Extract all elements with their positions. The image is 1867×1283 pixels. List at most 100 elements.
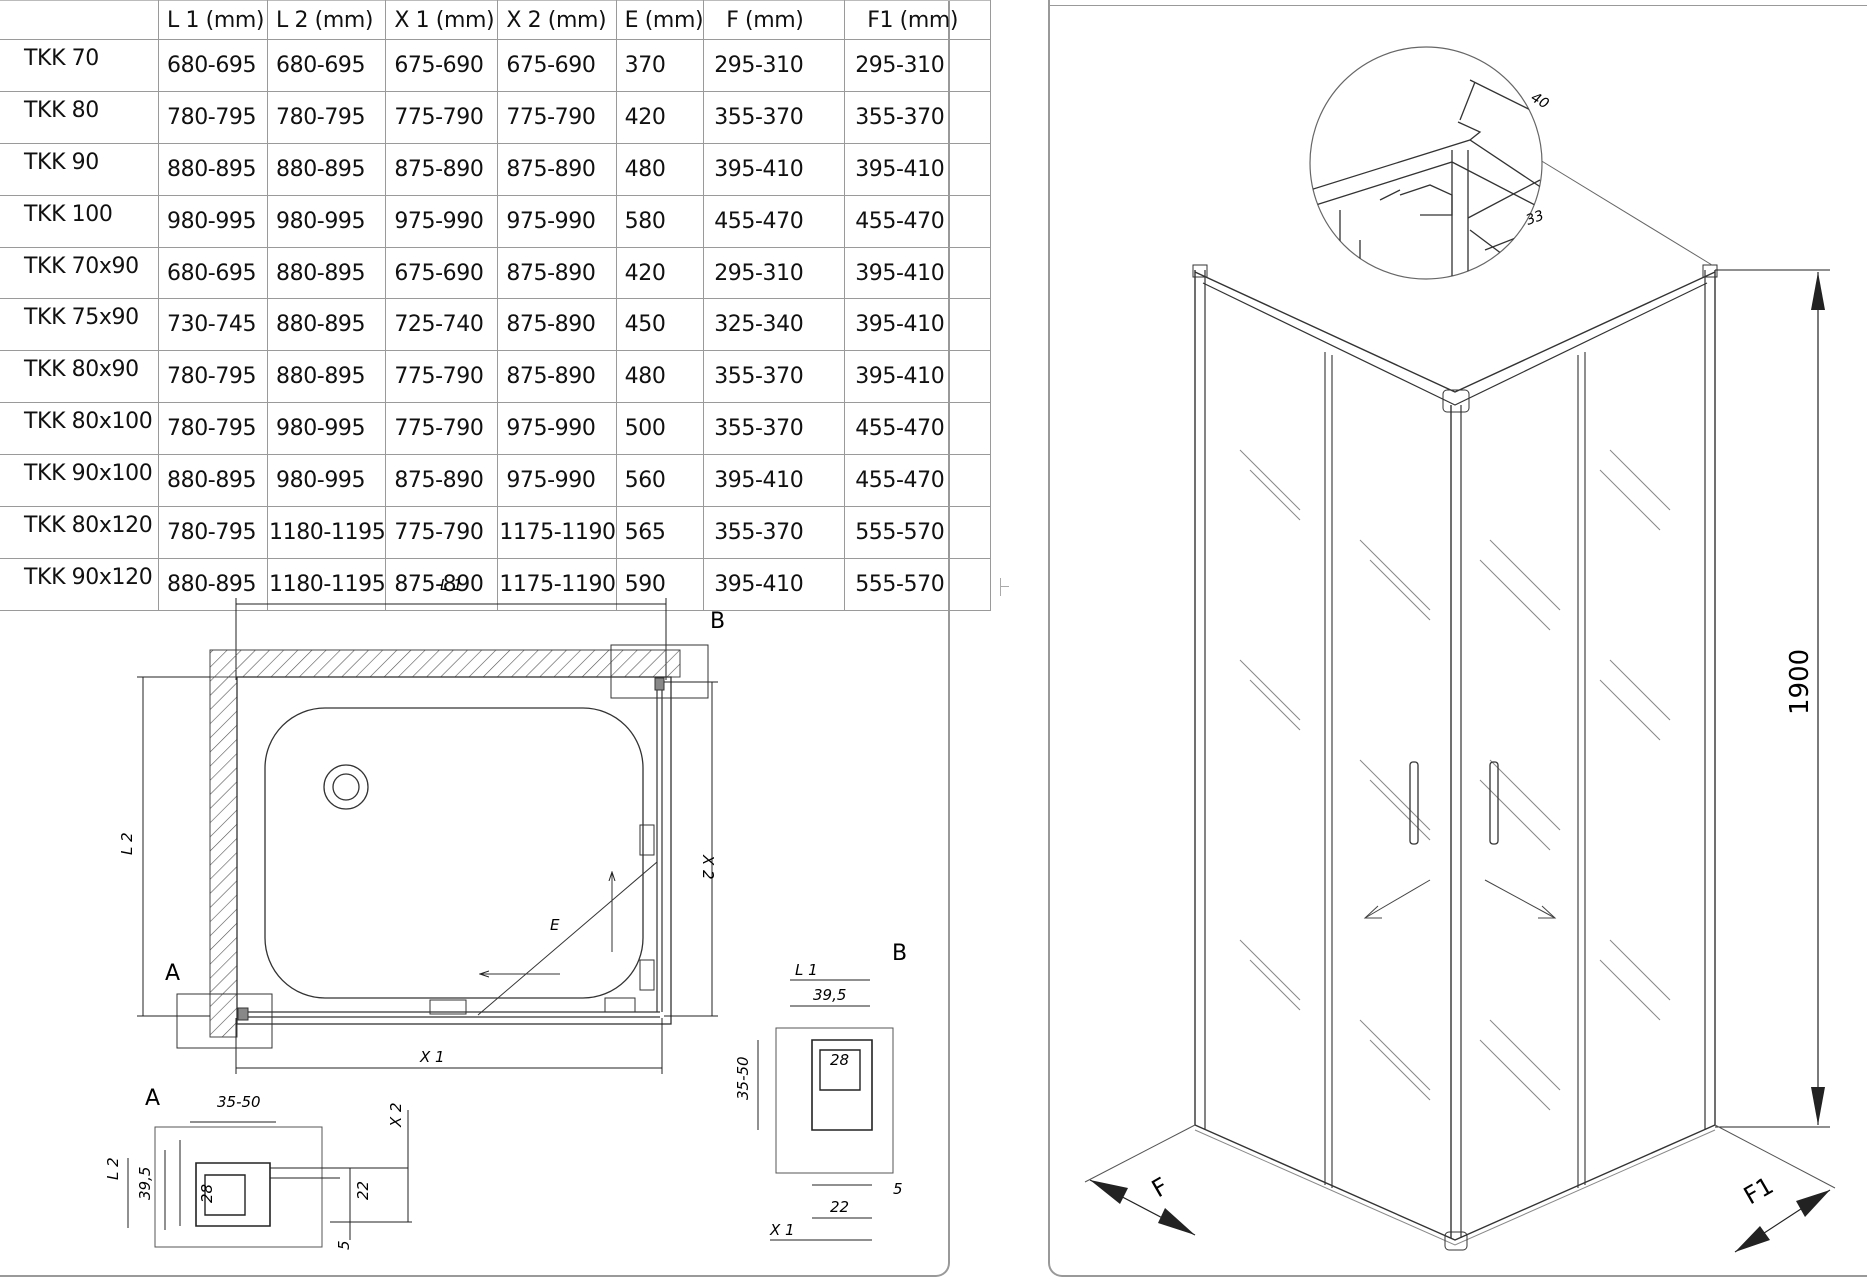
model-cell: TKK 80 bbox=[0, 90, 159, 144]
table-cell: 395-410 bbox=[844, 142, 992, 196]
table-cell: 590 bbox=[615, 557, 705, 611]
table-cell: 980-995 bbox=[158, 194, 268, 248]
table-cell: 295-310 bbox=[703, 246, 846, 300]
table-cell: 395-410 bbox=[844, 298, 992, 352]
plan-l2-label: L 2 bbox=[118, 832, 136, 855]
panel-tick-h bbox=[1000, 586, 1009, 587]
table-cell: 975-990 bbox=[497, 402, 617, 456]
table-cell: 875-890 bbox=[385, 454, 499, 508]
dimension-table: L 1 (mm) L 2 (mm) X 1 (mm) X 2 (mm) E (m… bbox=[0, 0, 992, 611]
detail-dim-40: 40 bbox=[1528, 90, 1552, 113]
table-cell: 395-410 bbox=[703, 557, 846, 611]
table-cell: 325-340 bbox=[703, 298, 846, 352]
table-cell: 675-690 bbox=[497, 39, 617, 92]
table-cell: 980-995 bbox=[266, 402, 387, 456]
detail-dim-33: 33 bbox=[1524, 208, 1546, 229]
table-header: F1 (mm) bbox=[844, 0, 992, 40]
table-cell: 480 bbox=[615, 350, 705, 404]
back-wall bbox=[209, 649, 681, 678]
f1-label: F1 bbox=[1739, 1171, 1778, 1210]
table-header bbox=[0, 0, 159, 40]
plan-drawing: L 1 E L 2 X 2 X 1 A B A 35-50 L 2 bbox=[104, 576, 907, 1250]
detail-b-x1: X 1 bbox=[769, 1221, 795, 1239]
table-header: L 2 (mm) bbox=[266, 0, 387, 40]
plan-marker-a: A bbox=[165, 961, 180, 986]
model-cell: TKK 70 bbox=[0, 39, 159, 92]
table-cell: 875-890 bbox=[497, 350, 617, 404]
table-cell: 880-895 bbox=[266, 246, 387, 300]
detail-a-x2: X 2 bbox=[387, 1102, 405, 1128]
table-cell: 370 bbox=[615, 39, 705, 92]
detail-b-total: 39,5 bbox=[813, 986, 846, 1004]
table-cell: 975-990 bbox=[385, 194, 499, 248]
table-cell: 395-410 bbox=[844, 350, 992, 404]
detail-b-inner: 28 bbox=[830, 1051, 849, 1069]
height-label: 1900 bbox=[1785, 649, 1815, 715]
table-cell: 355-370 bbox=[703, 506, 846, 559]
table-cell: 980-995 bbox=[266, 194, 387, 248]
side-wall bbox=[209, 676, 238, 1038]
door-handle-left-icon bbox=[1409, 761, 1419, 845]
panel-tick bbox=[1000, 578, 1001, 596]
plan-e-label: E bbox=[550, 916, 560, 934]
table-cell: 775-790 bbox=[385, 90, 499, 144]
table-cell: 730-745 bbox=[158, 298, 268, 352]
right-panel bbox=[1048, 0, 1867, 1277]
table-cell: 875-890 bbox=[497, 246, 617, 300]
detail-a-total: 39,5 bbox=[136, 1167, 154, 1200]
door-handle-right-icon bbox=[1489, 761, 1499, 845]
table-header: X 1 (mm) bbox=[385, 0, 499, 40]
table-cell: 420 bbox=[615, 90, 705, 144]
table-cell: 355-370 bbox=[703, 350, 846, 404]
table-cell: 680-695 bbox=[158, 39, 268, 92]
model-cell: TKK 80x90 bbox=[0, 350, 159, 404]
table-cell: 450 bbox=[615, 298, 705, 352]
table-cell: 420 bbox=[615, 246, 705, 300]
table-cell: 580 bbox=[615, 194, 705, 248]
table-cell: 675-690 bbox=[385, 39, 499, 92]
table-cell: 395-410 bbox=[703, 142, 846, 196]
model-cell: TKK 80x100 bbox=[0, 402, 159, 456]
table-cell: 355-370 bbox=[703, 402, 846, 456]
table-cell: 880-895 bbox=[266, 298, 387, 352]
table-cell: 355-370 bbox=[703, 90, 846, 144]
table-cell: 975-990 bbox=[497, 454, 617, 508]
detail-b-callout bbox=[610, 644, 709, 699]
table-cell: 875-890 bbox=[497, 142, 617, 196]
table-header: E (mm) bbox=[615, 0, 705, 40]
plan-marker-b: B bbox=[710, 609, 725, 634]
table-cell: 1180-1195 bbox=[266, 557, 387, 611]
table-cell: 775-790 bbox=[497, 90, 617, 144]
table-cell: 775-790 bbox=[385, 402, 499, 456]
table-cell: 875-890 bbox=[497, 298, 617, 352]
plan-l1-label: L 1 bbox=[440, 576, 463, 594]
table-cell: 295-310 bbox=[703, 39, 846, 92]
table-cell: 725-740 bbox=[385, 298, 499, 352]
tray-basin bbox=[264, 707, 644, 999]
magnified-detail bbox=[1309, 46, 1543, 280]
table-cell: 680-695 bbox=[266, 39, 387, 92]
model-cell: TKK 80x120 bbox=[0, 506, 159, 559]
isometric-drawing: 1900 F F1 40 33 bbox=[1084, 46, 1836, 1253]
table-cell: 395-410 bbox=[844, 246, 992, 300]
detail-b-l1: L 1 bbox=[795, 961, 818, 979]
table-cell: 455-470 bbox=[844, 454, 992, 508]
model-cell: TKK 70x90 bbox=[0, 246, 159, 300]
plan-x1-label: X 1 bbox=[419, 1048, 445, 1066]
table-cell: 780-795 bbox=[158, 90, 268, 144]
detail-a-title: A bbox=[145, 1086, 160, 1111]
table-cell: 1175-1190 bbox=[497, 506, 617, 559]
table-cell: 355-370 bbox=[844, 90, 992, 144]
table-cell: 975-990 bbox=[497, 194, 617, 248]
model-cell: TKK 90x100 bbox=[0, 454, 159, 508]
detail-a-l2: L 2 bbox=[104, 1157, 122, 1180]
detail-b-gap: 22 bbox=[830, 1198, 849, 1216]
table-cell: 875-890 bbox=[385, 142, 499, 196]
table-cell: 780-795 bbox=[266, 90, 387, 144]
table-cell: 880-895 bbox=[266, 142, 387, 196]
